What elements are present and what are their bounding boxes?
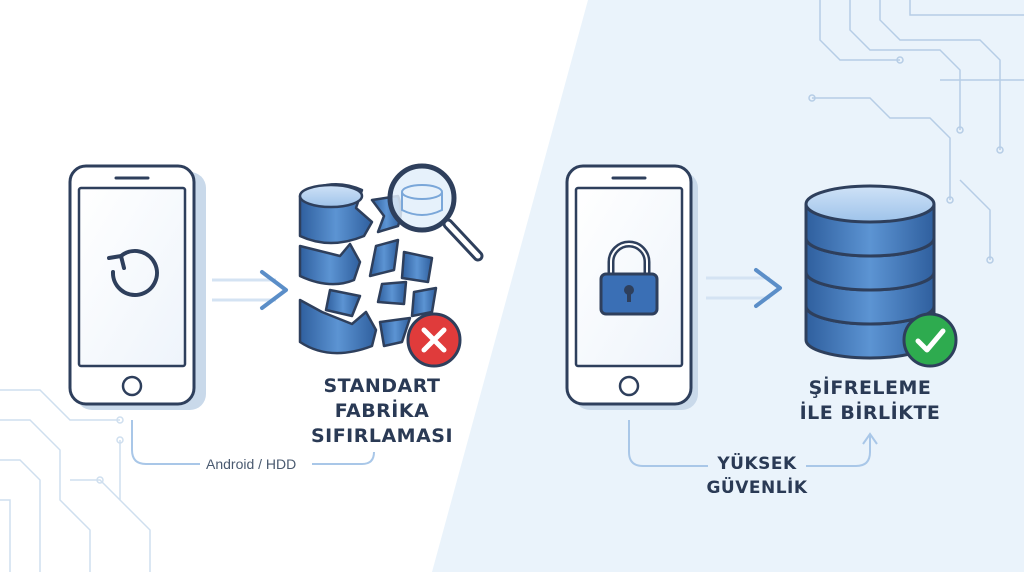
x-icon: [406, 312, 462, 368]
left-title-line-1: STANDART: [323, 375, 441, 397]
left-title-line-2: FABRİKA: [334, 400, 430, 422]
check-icon: [902, 312, 958, 368]
right-note-line-2: GÜVENLİK: [706, 478, 808, 498]
lock-icon: [599, 240, 659, 316]
right-phone: [565, 164, 698, 410]
magnifier-icon: [387, 163, 484, 262]
right-connector-arrow: [862, 432, 878, 445]
right-note: YÜKSEK GÜVENLİK: [698, 452, 816, 500]
right-title-line-2: İLE BİRLİKTE: [799, 402, 941, 424]
left-connector-end: [312, 451, 375, 465]
database-icon: [804, 184, 936, 360]
right-arrow: [706, 268, 782, 308]
right-connector-end: [806, 436, 871, 467]
left-arrow: [212, 270, 288, 310]
right-title-line-1: ŞİFRELEME: [808, 377, 932, 399]
left-note: Android / HDD: [202, 456, 301, 472]
left-title-line-3: SIFIRLAMASI: [310, 425, 454, 447]
reset-icon: [107, 248, 159, 297]
right-title: ŞİFRELEME İLE BİRLİKTE: [785, 376, 955, 426]
right-connector: [628, 420, 708, 467]
right-note-line-1: YÜKSEK: [717, 454, 797, 474]
left-title: STANDART FABRİKA SIFIRLAMASI: [292, 374, 472, 449]
left-phone: [68, 164, 206, 410]
circuit-traces-bottom: [0, 389, 151, 572]
left-connector: [131, 420, 200, 465]
circuit-traces-top: [808, 0, 1024, 264]
